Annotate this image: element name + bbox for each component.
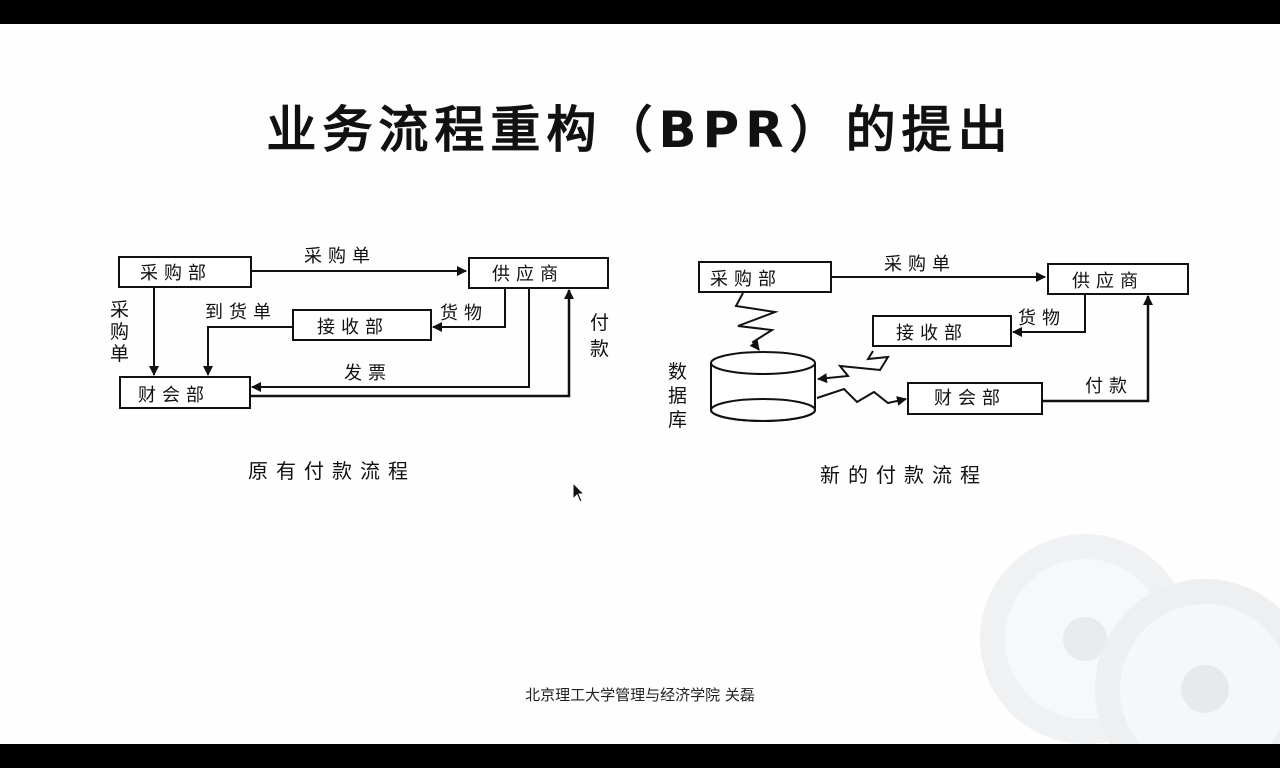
new-accounting-label: 财会部 (934, 388, 1006, 409)
database-label: 数据库 (668, 361, 687, 431)
slide: 业务流程重构（BPR）的提出 采购部 供应商 接收部 财会部 采购单 (0, 24, 1280, 744)
new-flow-diagram: 采购部 供应商 接收部 财会部 数据库 采购单 货物 付款 新的付款流程 (668, 254, 1189, 487)
old-edge-purchase-copy-label: 采购单 (110, 299, 129, 365)
old-edge-delivery-note-label: 到货单 (205, 302, 277, 323)
old-supplier-box (468, 257, 609, 289)
old-edge-payment-label: 付款 (590, 312, 609, 360)
database-icon (710, 351, 816, 422)
new-supplier-label: 供应商 (1072, 271, 1144, 292)
new-flow-caption: 新的付款流程 (820, 463, 988, 487)
bottom-frame-bar (0, 744, 1280, 768)
new-purchasing-label: 采购部 (710, 269, 782, 290)
old-edge-payment (250, 289, 574, 398)
slide-title: 业务流程重构（BPR）的提出 (266, 101, 1014, 159)
new-supplier-box (1047, 263, 1189, 295)
old-supplier-label: 供应商 (492, 264, 564, 285)
mouse-cursor-icon (572, 482, 586, 503)
old-receiving-box (292, 309, 432, 341)
zigzag-receiving-database (817, 350, 890, 384)
new-edge-payment-label: 付款 (1085, 376, 1133, 397)
new-edge-goods (1012, 294, 1086, 337)
new-accounting-box (907, 382, 1043, 415)
old-edge-invoice-label: 发票 (344, 363, 392, 384)
old-edge-delivery-note (203, 326, 293, 376)
wheel-watermark (980, 534, 1280, 744)
old-receiving-label: 接收部 (317, 317, 389, 338)
zigzag-database-accounting (816, 387, 907, 406)
old-accounting-box (119, 376, 251, 409)
old-flow-caption: 原有付款流程 (248, 459, 416, 483)
new-receiving-label: 接收部 (896, 323, 968, 344)
old-edge-goods (432, 288, 506, 332)
old-purchasing-label: 采购部 (140, 263, 212, 284)
old-edge-purchase-order-label: 采购单 (304, 246, 376, 267)
zigzag-purchasing-database (734, 292, 779, 351)
new-purchasing-box (698, 261, 832, 293)
new-edge-payment (1042, 295, 1153, 403)
new-edge-goods-label: 货物 (1018, 308, 1066, 329)
old-edge-invoice (251, 288, 530, 392)
new-edge-purchase-order-label: 采购单 (884, 254, 956, 275)
old-flow-diagram: 采购部 供应商 接收部 财会部 采购单 采购单 货物 到货单 发票 付款 原有付… (110, 246, 609, 483)
slide-footer: 北京理工大学管理与经济学院 关磊 (525, 686, 755, 704)
new-receiving-box (872, 315, 1012, 347)
old-edge-goods-label: 货物 (440, 303, 488, 324)
old-accounting-label: 财会部 (138, 385, 210, 406)
